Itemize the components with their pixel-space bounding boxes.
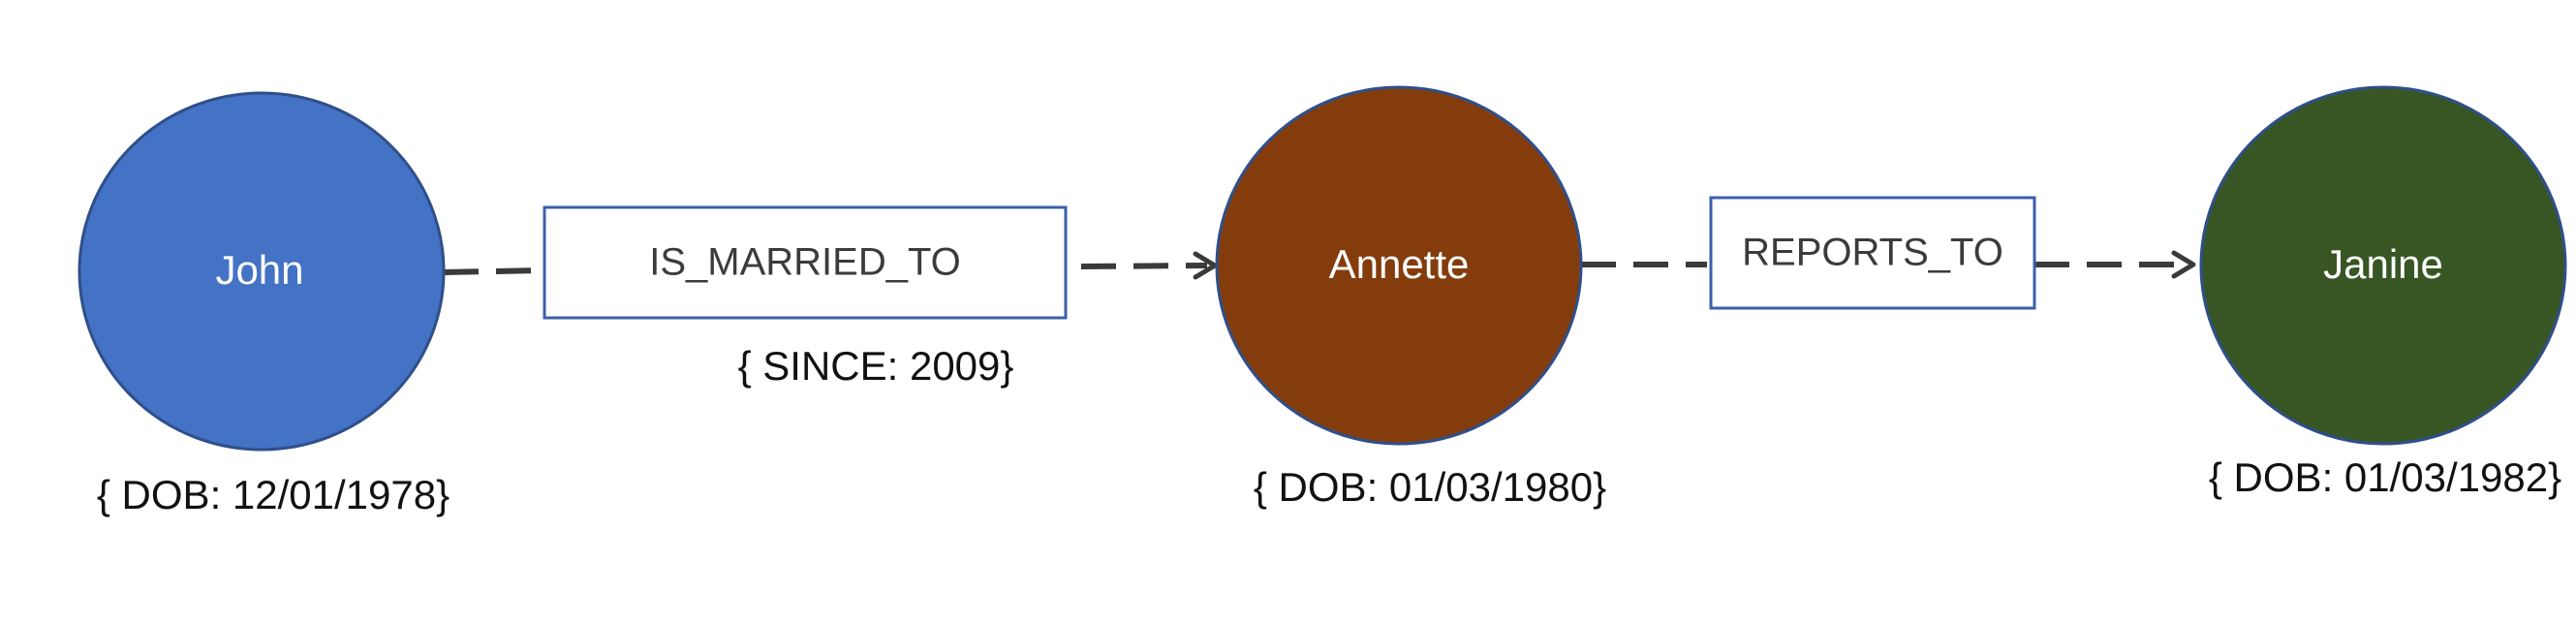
node-john-property: { DOB: 12/01/1978}: [97, 472, 450, 517]
arrowhead-annette-icon: [1193, 251, 1218, 280]
node-janine[interactable]: Janine: [2199, 85, 2567, 446]
node-annette-circle: [1215, 85, 1583, 446]
edge-married-label: IS_MARRIED_TO: [649, 241, 961, 284]
node-janine-property: { DOB: 01/03/1982}: [2209, 454, 2561, 500]
edge-married-property: { SINCE: 2009}: [738, 343, 1014, 389]
node-john-label: John: [215, 247, 303, 293]
arrowhead-janine-icon: [2171, 250, 2196, 279]
node-john[interactable]: John: [78, 91, 446, 452]
node-john-circle: [78, 91, 446, 452]
node-annette-label: Annette: [1329, 241, 1470, 287]
edge-married-box: [543, 205, 1068, 320]
node-janine-circle: [2199, 85, 2567, 446]
edge-reports-label: REPORTS_TO: [1742, 232, 2003, 274]
node-annette[interactable]: Annette: [1215, 85, 1583, 446]
edge-married[interactable]: IS_MARRIED_TO: [543, 205, 1068, 320]
node-annette-property: { DOB: 01/03/1980}: [1254, 464, 1606, 510]
edge-reports[interactable]: REPORTS_TO: [1709, 196, 2036, 310]
connector-john-to-married: [443, 267, 543, 275]
node-janine-label: Janine: [2323, 241, 2443, 287]
edge-reports-box: [1709, 196, 2036, 310]
